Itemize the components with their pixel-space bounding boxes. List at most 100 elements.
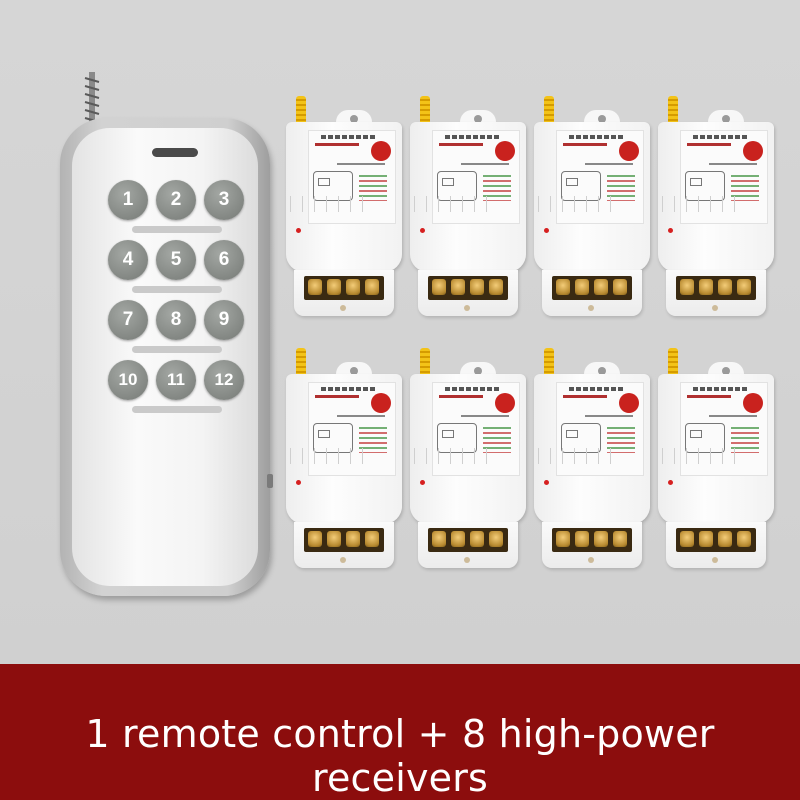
- key-separator: [132, 226, 222, 233]
- terminal-screw: [718, 279, 732, 295]
- terminal-screw: [594, 531, 608, 547]
- base-dot: [588, 557, 594, 563]
- terminal-screw: [680, 279, 694, 295]
- brand-seal: [371, 141, 391, 161]
- base-dot: [340, 557, 346, 563]
- mounting-hole: [722, 367, 730, 375]
- base-dot: [464, 305, 470, 311]
- terminal-screw: [594, 279, 608, 295]
- power-led: [296, 228, 301, 233]
- label-title: [315, 143, 359, 146]
- housing-ribs: [290, 196, 368, 212]
- key-separator: [132, 346, 222, 353]
- terminal-screw: [737, 279, 751, 295]
- label-header: [445, 387, 501, 391]
- base-dot: [712, 557, 718, 563]
- receiver-housing: [410, 122, 526, 272]
- receiver-housing: [286, 374, 402, 524]
- terminal-screw: [451, 279, 465, 295]
- housing-ribs: [662, 448, 740, 464]
- receiver-module: [534, 348, 650, 574]
- terminal-screw: [308, 531, 322, 547]
- brand-seal: [743, 393, 763, 413]
- terminal-screw: [489, 531, 503, 547]
- terminal-screw: [699, 531, 713, 547]
- receiver-housing: [534, 122, 650, 272]
- housing-ribs: [538, 196, 616, 212]
- terminal-base: [542, 522, 642, 568]
- label-subtitle: [461, 163, 509, 165]
- terminal-screw: [556, 279, 570, 295]
- label-title: [563, 143, 607, 146]
- antenna-wire: [420, 348, 430, 378]
- power-led: [668, 480, 673, 485]
- housing-ribs: [538, 448, 616, 464]
- receiver-module: [410, 348, 526, 574]
- terminal-screw: [327, 531, 341, 547]
- screw-terminal: [304, 528, 384, 552]
- terminal-screw: [556, 531, 570, 547]
- terminal-screw: [575, 531, 589, 547]
- receiver-housing: [534, 374, 650, 524]
- terminal-screw: [432, 279, 446, 295]
- terminal-screw: [327, 279, 341, 295]
- housing-ribs: [414, 196, 492, 212]
- receiver-module: [534, 96, 650, 322]
- power-led: [296, 480, 301, 485]
- terminal-screw: [432, 531, 446, 547]
- label-title: [687, 395, 731, 398]
- receiver-module: [286, 96, 402, 322]
- remote-key-7: 7: [108, 300, 148, 340]
- mounting-hole: [474, 115, 482, 123]
- label-header: [569, 135, 625, 139]
- label-title: [563, 395, 607, 398]
- antenna-wire: [544, 96, 554, 126]
- label-subtitle: [709, 415, 757, 417]
- terminal-screw: [365, 531, 379, 547]
- key-separator: [132, 406, 222, 413]
- brand-seal: [495, 141, 515, 161]
- remote-key-2: 2: [156, 180, 196, 220]
- brand-seal: [619, 141, 639, 161]
- power-led: [668, 228, 673, 233]
- label-header: [321, 387, 377, 391]
- housing-ribs: [414, 448, 492, 464]
- label-title: [687, 143, 731, 146]
- screw-terminal: [676, 276, 756, 300]
- terminal-screw: [575, 279, 589, 295]
- terminal-screw: [308, 279, 322, 295]
- mounting-hole: [350, 367, 358, 375]
- power-led: [544, 480, 549, 485]
- key-separator: [132, 286, 222, 293]
- brand-seal: [371, 393, 391, 413]
- antenna-wire: [668, 348, 678, 378]
- base-dot: [340, 305, 346, 311]
- terminal-screw: [365, 279, 379, 295]
- remote-control: 1 2 3 4 5 6 7 8 9 10 11 12: [60, 118, 273, 596]
- remote-key-8: 8: [156, 300, 196, 340]
- screw-terminal: [428, 276, 508, 300]
- remote-key-10: 10: [108, 360, 148, 400]
- terminal-screw: [470, 531, 484, 547]
- label-subtitle: [337, 163, 385, 165]
- brand-seal: [495, 393, 515, 413]
- screw-terminal: [304, 276, 384, 300]
- antenna-wire: [544, 348, 554, 378]
- terminal-screw: [737, 531, 751, 547]
- label-subtitle: [337, 415, 385, 417]
- mounting-hole: [598, 115, 606, 123]
- product-label: [432, 130, 520, 224]
- label-subtitle: [585, 415, 633, 417]
- power-led: [544, 228, 549, 233]
- remote-key-4: 4: [108, 240, 148, 280]
- remote-key-12: 12: [204, 360, 244, 400]
- terminal-screw: [699, 279, 713, 295]
- power-led: [420, 228, 425, 233]
- remote-antenna: [84, 72, 100, 134]
- terminal-base: [294, 270, 394, 316]
- brand-seal: [619, 393, 639, 413]
- terminal-screw: [613, 531, 627, 547]
- base-dot: [588, 305, 594, 311]
- caption-banner: 1 remote control + 8 high-power receiver…: [0, 664, 800, 800]
